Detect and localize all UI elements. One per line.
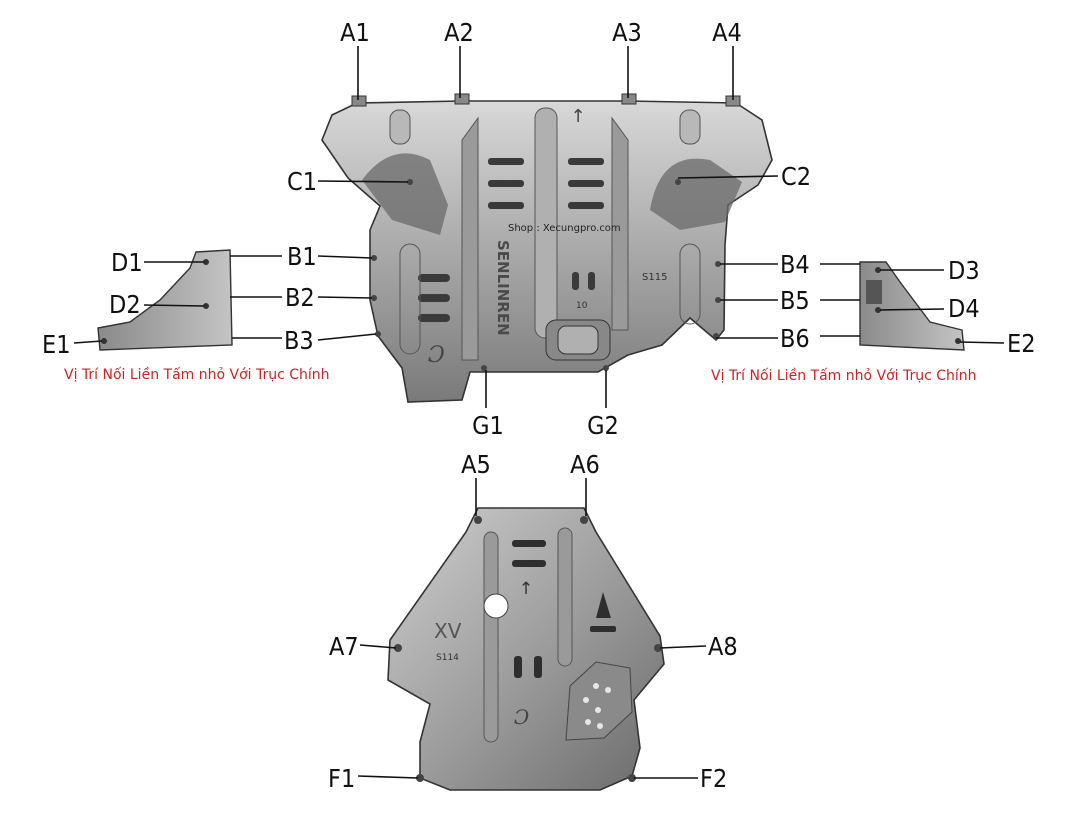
lower-up-arrow-icon: ↑ [519, 579, 533, 599]
brand-embossed-text: SENLINREN [494, 240, 512, 336]
label-c2: C2 [781, 162, 811, 191]
note-right: Vị Trí Nối Liền Tấm nhỏ Với Trục Chính [711, 368, 977, 384]
label-b4: B4 [780, 250, 810, 279]
label-a6: A6 [570, 450, 600, 479]
shop-watermark: Shop : Xecungpro.com [508, 223, 621, 234]
lower-skid-plate: XV S114 ↑ Ɔ [387, 507, 665, 791]
lower-brand-logo-icon: Ɔ [514, 705, 529, 729]
label-c1: C1 [287, 167, 317, 196]
label-b1: B1 [287, 242, 317, 271]
main-skid-plate: SENLINREN S115 10 ↑ Ɔ [321, 93, 773, 403]
label-b5: B5 [780, 286, 810, 315]
label-a7: A7 [329, 632, 359, 661]
up-arrow-icon: ↑ [570, 106, 585, 127]
label-f2: F2 [700, 764, 727, 793]
label-d3: D3 [948, 256, 980, 285]
label-a3: A3 [612, 18, 642, 47]
lower-plate-model: XV [434, 619, 462, 643]
label-a1: A1 [340, 18, 370, 47]
label-d2: D2 [109, 290, 141, 319]
label-d4: D4 [948, 294, 980, 323]
label-b2: B2 [285, 283, 315, 312]
right-bracket [859, 261, 965, 351]
label-d1: D1 [111, 248, 143, 277]
leader-lines [73, 46, 1005, 779]
callout-labels: A1 A2 A3 A4 C1 C2 B1 B2 B3 B4 B5 B6 D1 D… [42, 18, 1036, 793]
lower-plate-code: S114 [436, 653, 459, 663]
label-e2: E2 [1007, 329, 1036, 358]
label-a5: A5 [461, 450, 491, 479]
left-bracket [97, 249, 233, 351]
main-plate-code: S115 [642, 272, 667, 283]
brand-logo-icon: Ɔ [428, 343, 445, 368]
label-e1: E1 [42, 330, 71, 359]
note-left: Vị Trí Nối Liền Tấm nhỏ Với Trục Chính [64, 367, 330, 383]
label-a8: A8 [708, 632, 738, 661]
label-b3: B3 [284, 326, 314, 355]
label-g1: G1 [472, 411, 504, 440]
label-b6: B6 [780, 324, 810, 353]
label-f1: F1 [328, 764, 355, 793]
label-g2: G2 [587, 411, 619, 440]
label-a2: A2 [444, 18, 474, 47]
main-plate-number: 10 [576, 301, 588, 311]
label-a4: A4 [712, 18, 742, 47]
